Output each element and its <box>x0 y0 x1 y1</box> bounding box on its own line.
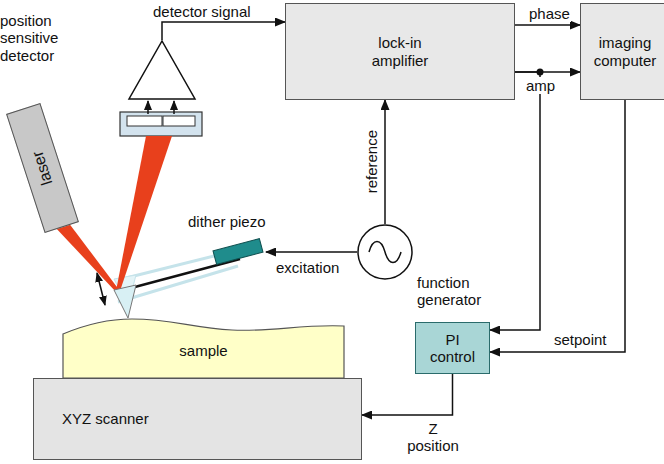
signal-label: reference <box>363 129 380 194</box>
laser-box: laser <box>6 103 79 233</box>
piezo: dither piezo <box>210 238 266 265</box>
reflected-beam <box>116 136 172 291</box>
node-text: PI control <box>428 331 478 366</box>
signal-line <box>490 72 540 330</box>
piezo-shape <box>210 238 266 265</box>
controller-box: PI control <box>415 322 490 374</box>
photodiode <box>127 116 162 126</box>
signal-arrow <box>173 101 175 114</box>
cantilever-ghost <box>118 266 238 302</box>
laser-beam <box>54 222 120 292</box>
signal-line <box>490 100 625 352</box>
signal-line <box>515 24 580 26</box>
node-text: lock-in amplifier <box>355 34 445 69</box>
signal-label: excitation <box>275 259 340 276</box>
tip <box>114 285 136 318</box>
signal-label: amp <box>525 77 556 94</box>
signal-line <box>384 100 386 224</box>
function-generator: function generator <box>357 224 413 280</box>
node-text: imaging computer <box>587 34 663 69</box>
detector-housing <box>120 112 202 136</box>
signal-line <box>362 374 453 415</box>
computer-box: imaging computer <box>580 3 664 100</box>
signal-label: setpoint <box>553 331 608 348</box>
oscillation-arrow <box>97 273 105 305</box>
signal-label: phase <box>528 5 571 22</box>
detector: position sensitive detector <box>128 40 196 100</box>
signal-line <box>266 251 357 253</box>
signal-line <box>162 22 285 40</box>
scanner-box: XYZ scanner <box>33 378 362 460</box>
node-label: position sensitive detector <box>0 12 92 64</box>
node-text: sample <box>179 342 227 359</box>
node-label: function generator <box>417 274 497 309</box>
detector-shape <box>128 40 196 100</box>
node-text: laser <box>28 149 56 188</box>
sample: sample <box>62 316 345 378</box>
photodiode <box>163 116 195 126</box>
function-generator-shape <box>357 224 413 280</box>
node-label: dither piezo <box>188 213 283 230</box>
signal-label: detector signal <box>152 3 252 20</box>
signal-arrow <box>147 101 149 114</box>
node-text: XYZ scanner <box>62 410 149 427</box>
signal-label: Z position <box>402 420 464 455</box>
instrument-box: lock-in amplifier <box>285 3 515 100</box>
